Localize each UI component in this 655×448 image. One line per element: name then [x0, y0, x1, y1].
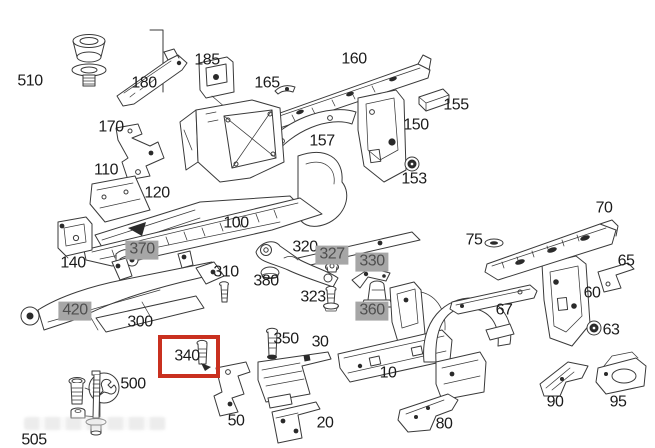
part-drawing-30 — [257, 351, 332, 409]
part-label-95[interactable]: 95 — [609, 393, 627, 411]
part-label-310[interactable]: 310 — [213, 263, 239, 281]
part-drawing-67 — [449, 284, 538, 315]
part-label-360[interactable]: 360 — [355, 301, 389, 321]
part-drawing-155 — [418, 88, 450, 112]
part-drawing-327 — [325, 262, 339, 273]
part-label-180[interactable]: 180 — [131, 74, 157, 92]
part-label-20[interactable]: 20 — [316, 414, 334, 432]
part-label-327[interactable]: 327 — [315, 245, 349, 265]
part-drawing-150 — [357, 89, 407, 183]
part-drawing-340 — [196, 339, 211, 371]
part-drawing-80 — [397, 393, 459, 433]
part-label-155[interactable]: 155 — [443, 96, 469, 114]
part-label-110[interactable]: 110 — [93, 161, 119, 179]
part-label-70[interactable]: 70 — [595, 199, 613, 217]
part-label-370[interactable]: 370 — [125, 240, 159, 260]
part-label-170[interactable]: 170 — [98, 118, 124, 136]
part-label-140[interactable]: 140 — [60, 254, 86, 272]
part-label-63[interactable]: 63 — [602, 321, 620, 339]
selection-highlight — [158, 335, 220, 378]
part-label-50[interactable]: 50 — [227, 412, 245, 430]
part-drawing-90 — [539, 361, 589, 397]
part-drawing-140 — [57, 216, 93, 259]
part-label-120[interactable]: 120 — [144, 184, 170, 202]
part-label-300[interactable]: 300 — [127, 313, 153, 331]
part-label-157[interactable]: 157 — [309, 132, 335, 150]
part-label-90[interactable]: 90 — [546, 393, 564, 411]
part-label-510[interactable]: 510 — [17, 72, 43, 90]
part-label-67[interactable]: 67 — [495, 301, 513, 319]
part-drawing-165 — [274, 85, 296, 95]
part-drawing-350 — [266, 327, 278, 360]
part-drawing-310 — [219, 281, 229, 303]
part-label-320[interactable]: 320 — [292, 238, 318, 256]
part-drawing-70 — [484, 219, 619, 281]
part-label-30[interactable]: 30 — [311, 333, 329, 351]
part-drawing-510 — [71, 34, 107, 87]
part-drawing-65 — [597, 262, 635, 293]
part-label-340[interactable]: 340 — [174, 347, 200, 365]
part-drawing-110 — [89, 175, 151, 223]
part-label-323[interactable]: 323 — [300, 288, 326, 306]
part-drawing-95 — [595, 351, 647, 395]
part-label-150[interactable]: 150 — [403, 116, 429, 134]
part-label-65[interactable]: 65 — [617, 252, 635, 270]
part-drawing-60 — [541, 255, 591, 347]
part-label-153[interactable]: 153 — [401, 170, 427, 188]
part-drawing-160 — [248, 54, 432, 135]
part-drawing-10 — [337, 281, 453, 383]
part-drawing-75 — [484, 238, 504, 248]
part-drawing-153 — [404, 156, 420, 172]
part-label-10[interactable]: 10 — [379, 364, 397, 382]
part-label-80[interactable]: 80 — [435, 415, 453, 433]
part-drawing-380 — [260, 266, 280, 279]
part-label-100[interactable]: 100 — [223, 214, 249, 232]
part-drawing-180 — [116, 48, 188, 107]
watermark — [24, 417, 166, 430]
part-drawing-20 — [271, 401, 321, 444]
part-drawing-63 — [586, 320, 602, 336]
part-label-420[interactable]: 420 — [58, 301, 92, 321]
part-drawing-185 — [198, 56, 245, 110]
part-label-165[interactable]: 165 — [254, 74, 280, 92]
part-drawing-50 — [213, 361, 251, 417]
part-label-350[interactable]: 350 — [273, 330, 299, 348]
part-label-160[interactable]: 160 — [341, 50, 367, 68]
part-drawing-323 — [323, 285, 339, 312]
part-label-185[interactable]: 185 — [194, 51, 220, 69]
part-label-505[interactable]: 505 — [21, 431, 47, 448]
part-label-75[interactable]: 75 — [465, 231, 483, 249]
part-drawing-320 — [255, 241, 339, 288]
part-label-330[interactable]: 330 — [355, 252, 389, 272]
part-drawing-170 — [115, 123, 165, 181]
part-label-60[interactable]: 60 — [583, 284, 601, 302]
part-drawing-wheel-arch — [423, 297, 515, 401]
part-label-380[interactable]: 380 — [253, 272, 279, 290]
part-label-500[interactable]: 500 — [120, 375, 146, 393]
